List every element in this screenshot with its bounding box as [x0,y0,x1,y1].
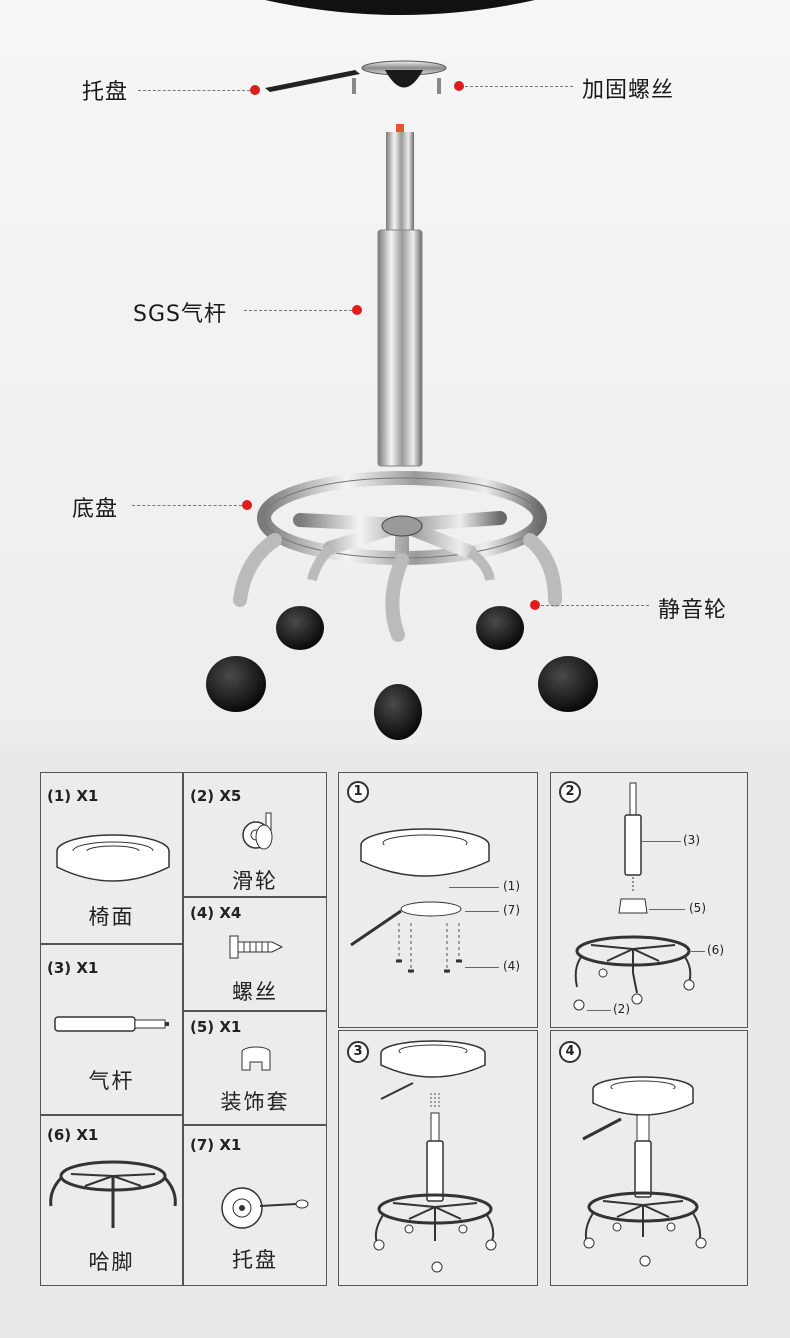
ref-label: (2) [613,1002,630,1016]
part-name: 椅面 [88,905,135,929]
marker-dot [530,600,540,610]
marker-dot [454,81,464,91]
part-qty: (5) X1 [190,1018,242,1036]
screw-icon [229,935,284,959]
screw-left [352,78,356,94]
tray-part [265,60,447,92]
seat-icon [56,834,170,882]
part-cell-seat: (1) X1 椅面 [40,772,183,944]
part-cell-screw: (4) X4 螺丝 [183,897,327,1011]
part-qty: (4) X4 [190,904,242,922]
leader-line [132,505,242,506]
step-number: 3 [347,1041,369,1063]
marker-dot [242,500,252,510]
ref-line [641,841,681,842]
ref-line [691,951,705,952]
part-qty: (3) X1 [47,959,99,977]
leader-line [465,86,573,87]
footring-icon [49,1160,177,1228]
step-number: 2 [559,781,581,803]
part-qty: (2) X5 [190,787,242,805]
part-name: 哈脚 [88,1250,135,1274]
marker-dot [250,85,260,95]
part-name: 托盘 [232,1248,278,1272]
caster-icon [242,812,273,850]
step-1-illustration [350,828,490,973]
ref-label: (5) [689,901,706,915]
exploded-view-section: 托盘 加固螺丝 SGS气杆 底盘 静音轮 [0,0,790,745]
ref-label: (3) [683,833,700,847]
part-qty: (6) X1 [47,1126,99,1144]
callout-screws: 加固螺丝 [582,78,675,103]
chair-exploded-illustration [206,0,598,740]
part-cell-caster: (2) X5 滑轮 [183,772,327,897]
step-panel-2: 2 (3) (5) (6) (2) [550,772,748,1028]
ref-label: (6) [707,943,724,957]
step-panel-3: 3 [338,1030,538,1286]
step-number: 4 [559,1041,581,1063]
step-panel-1: 1 (1) (7) (4) [338,772,538,1028]
part-cell-gas-lift: (3) X1 气杆 [40,944,183,1115]
caster-wheels [206,606,598,740]
ref-line [587,1010,611,1011]
leader-line [244,310,352,311]
callout-gas-lift: SGS气杆 [133,302,227,327]
marker-dot [352,305,362,315]
ref-label: (1) [503,879,520,893]
seat-edge [265,0,535,15]
ref-label: (7) [503,903,520,917]
leader-line [138,90,250,91]
part-name: 装饰套 [220,1090,290,1114]
gas-lift-icon [54,1016,169,1032]
screw-right [437,78,441,94]
part-name: 螺丝 [232,980,278,1004]
part-cell-tray: (7) X1 托盘 [183,1125,327,1286]
part-cell-cover: (5) X1 装饰套 [183,1011,327,1125]
tray-icon [221,1187,309,1229]
ref-line [449,887,499,888]
ref-line [649,909,685,910]
ref-label: (4) [503,959,520,973]
callout-casters: 静音轮 [658,598,728,623]
cover-icon [241,1046,271,1071]
leader-line [541,605,649,606]
base-part [233,471,562,642]
ref-line [465,967,499,968]
step-4-illustration [582,1076,707,1267]
part-qty: (1) X1 [47,787,99,805]
part-name: 滑轮 [232,869,278,893]
step-2-illustration [573,782,695,1011]
part-qty: (7) X1 [190,1136,242,1154]
step-panel-4: 4 [550,1030,748,1286]
gas-lift-part [377,124,423,467]
step-number: 1 [347,781,369,803]
callout-base: 底盘 [72,497,119,522]
part-cell-footring: (6) X1 哈脚 [40,1115,183,1286]
step-3-illustration [373,1040,497,1273]
callout-tray: 托盘 [82,80,129,105]
part-name: 气杆 [88,1069,135,1093]
ref-line [465,911,499,912]
